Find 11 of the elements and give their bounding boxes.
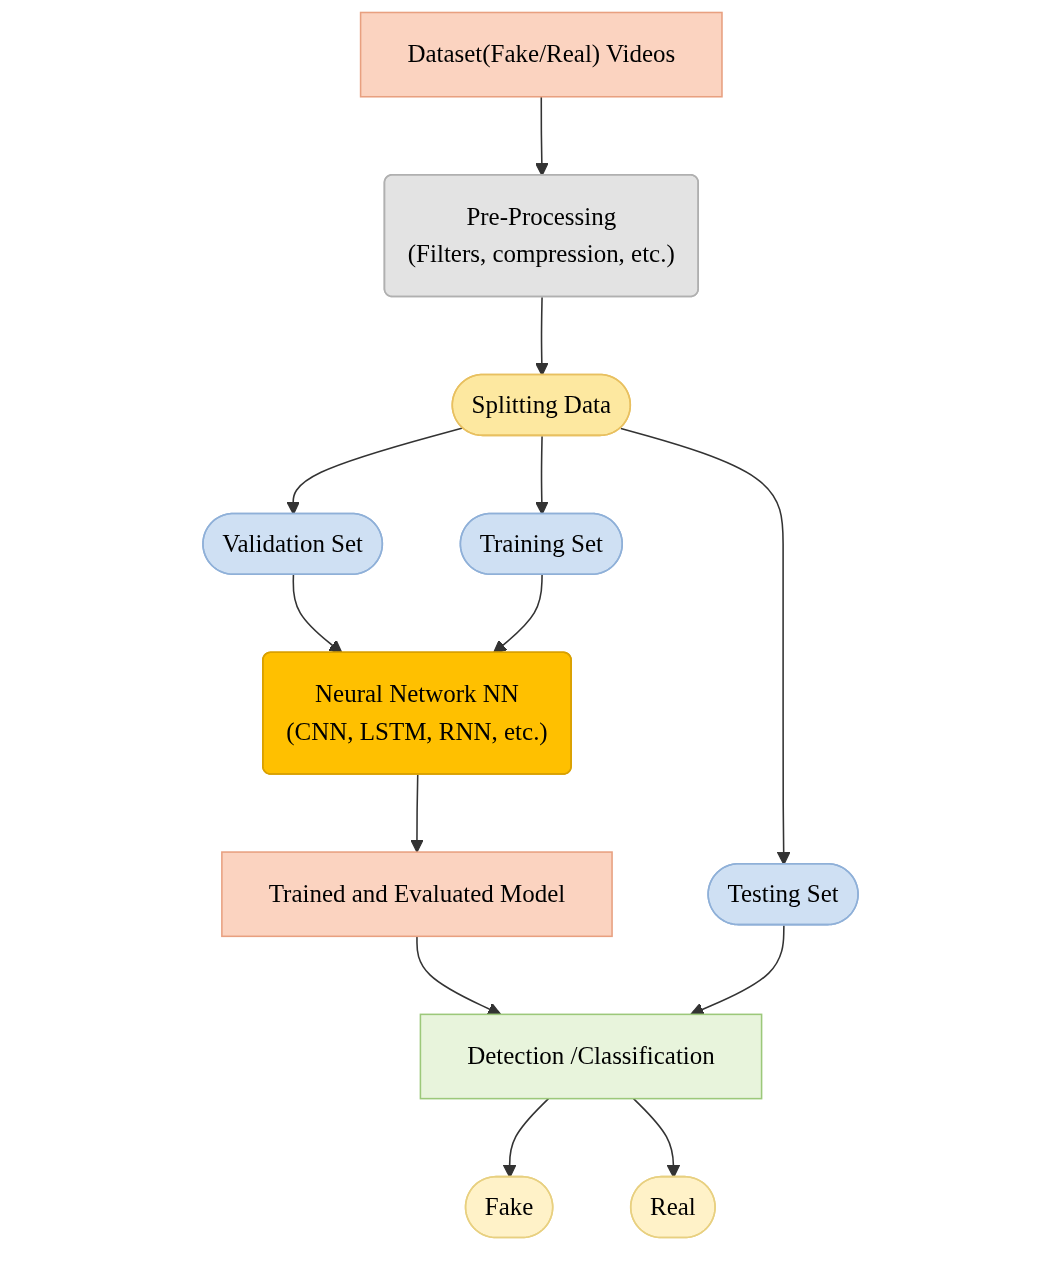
arrow (534, 435, 549, 515)
arrow (690, 924, 785, 1016)
arrow (286, 427, 464, 515)
arrow (416, 935, 502, 1016)
arrow (410, 774, 424, 853)
node-box: Detection /Classification (419, 1013, 763, 1100)
arrow (534, 296, 549, 376)
arrow (492, 574, 543, 654)
node-box: Trained and Evaluated Model (221, 851, 613, 938)
arrow (292, 574, 343, 654)
node-box: Dataset(Fake/Real) Videos (359, 11, 723, 98)
